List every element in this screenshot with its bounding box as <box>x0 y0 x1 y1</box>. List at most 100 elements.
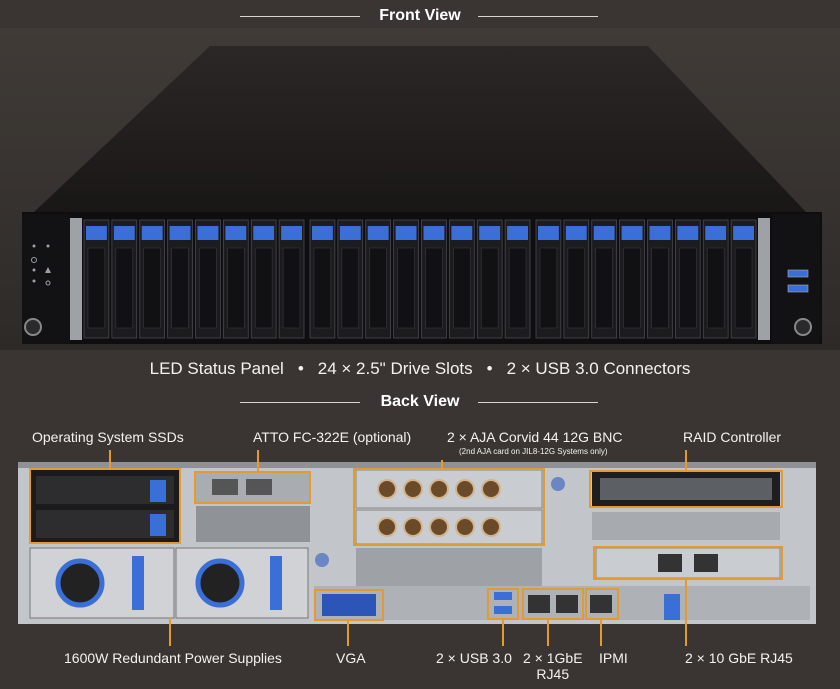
drive-vent <box>539 247 558 329</box>
psu-handle <box>270 556 282 610</box>
drive-latch <box>649 226 671 240</box>
drive-latch <box>281 226 302 240</box>
drive-vent <box>425 247 443 329</box>
label-atto: ATTO FC-322E (optional) <box>253 429 412 445</box>
psu-fan <box>195 558 245 608</box>
ipmi-port <box>590 595 612 613</box>
callout-box-os-ssds <box>29 468 181 544</box>
left-thumbscrew <box>24 318 42 336</box>
bnc-connector <box>403 517 423 537</box>
right-thumbscrew <box>794 318 812 336</box>
drive-latch <box>339 226 361 240</box>
callout-box-aja <box>353 468 545 546</box>
bnc-connector <box>429 517 449 537</box>
drive-latch <box>253 226 275 240</box>
back-view-title-text: Back View <box>380 393 460 410</box>
drive-latch <box>113 226 135 240</box>
drive-vent <box>623 247 641 329</box>
back-view-title: Back View <box>0 393 840 411</box>
drive-latch <box>677 226 699 240</box>
label-psu: 1600W Redundant Power Supplies <box>64 650 282 666</box>
tengbe-port <box>658 554 682 572</box>
right-mesh <box>758 218 770 340</box>
raid-vent <box>600 478 772 500</box>
drive-vent <box>679 247 697 329</box>
feature-usb: 2 × USB 3.0 Connectors <box>506 359 691 378</box>
tengbe-port <box>694 554 718 572</box>
bnc-connector <box>377 479 397 499</box>
rear-thumbscrew <box>551 477 565 491</box>
drive-vent <box>143 247 161 329</box>
bnc-connector <box>481 517 501 537</box>
rear-vent <box>196 506 310 542</box>
left-mesh <box>70 218 82 340</box>
drive-latch <box>197 226 219 240</box>
drive-vent <box>480 247 499 329</box>
drive-bays <box>83 219 757 339</box>
rear-usb-port <box>494 592 512 600</box>
drive-vent <box>397 247 415 329</box>
front-view-title-text: Front View <box>379 7 461 24</box>
label-aja: 2 × AJA Corvid 44 12G BNC <box>447 429 623 445</box>
drive-vent <box>595 247 613 329</box>
vga-port <box>322 594 376 616</box>
psu-handle <box>132 556 144 610</box>
bnc-connector <box>377 517 397 537</box>
drive-vent <box>651 247 669 329</box>
label-gbe-line2: RJ45 <box>536 666 570 682</box>
drive-latch <box>538 226 559 240</box>
drive-latch <box>141 226 163 240</box>
label-vga: VGA <box>336 650 366 666</box>
drive-vent <box>282 247 301 329</box>
gbe-port <box>556 595 578 613</box>
label-aja-note: (2nd AJA card on JIL8-12G Systems only) <box>459 447 608 456</box>
drive-latch <box>565 226 587 240</box>
os-ssd-latch <box>150 514 166 536</box>
front-view-title: Front View <box>0 7 840 25</box>
rear-blue-tab <box>664 594 680 620</box>
label-os-ssds: Operating System SSDs <box>32 429 184 445</box>
front-server-illustration <box>0 28 840 350</box>
front-usb-port <box>787 284 809 293</box>
drive-vent <box>254 247 273 329</box>
drive-latch <box>367 226 389 240</box>
label-ipmi: IPMI <box>599 650 628 666</box>
rear-chassis-shadow <box>18 462 816 468</box>
drive-vent <box>115 247 134 329</box>
bnc-connector <box>455 517 475 537</box>
drive-vent <box>171 247 189 329</box>
label-usb: 2 × USB 3.0 <box>436 650 512 666</box>
drive-latch <box>86 226 107 240</box>
drive-latch <box>593 226 615 240</box>
drive-latch <box>479 226 501 240</box>
drive-vent <box>87 247 106 329</box>
atto-port <box>212 479 238 495</box>
drive-latch <box>621 226 643 240</box>
callout-leaders <box>109 450 687 646</box>
drive-latch <box>423 226 445 240</box>
drive-vent <box>341 247 360 329</box>
pcie-vent <box>592 512 780 540</box>
bnc-connector <box>403 479 423 499</box>
label-raid: RAID Controller <box>683 429 782 445</box>
pcie-slot-vent <box>356 548 542 586</box>
drive-vent <box>567 247 586 329</box>
server-top-cover <box>34 46 806 212</box>
front-feature-list: LED Status Panel•24 × 2.5" Drive Slots•2… <box>0 359 840 379</box>
drive-latch <box>395 226 417 240</box>
tengbe-card <box>595 547 781 579</box>
drive-latch <box>169 226 191 240</box>
feature-led-panel: LED Status Panel <box>149 359 284 378</box>
drive-latch <box>451 226 473 240</box>
gbe-port <box>528 595 550 613</box>
bnc-connector <box>455 479 475 499</box>
drive-vent <box>313 247 332 329</box>
label-gbe-line1: 2 × 1GbE <box>523 650 583 666</box>
bnc-connector <box>481 479 501 499</box>
callout-box-gbe <box>522 588 584 620</box>
drive-latch <box>733 226 754 240</box>
drive-latch <box>312 226 333 240</box>
bnc-connectors <box>377 479 501 537</box>
drive-vent <box>508 247 527 329</box>
